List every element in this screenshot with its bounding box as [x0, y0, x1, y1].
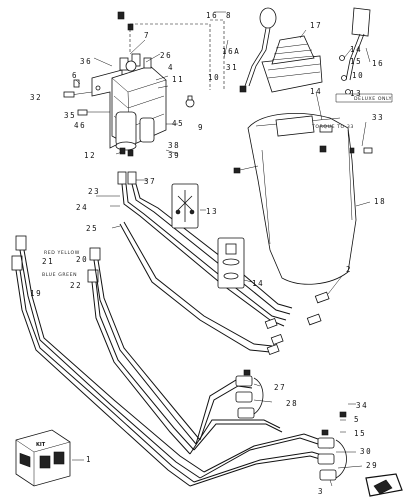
callout-46: 46	[74, 121, 86, 130]
control-valve-assembly	[63, 11, 211, 157]
callout-24: 24	[76, 203, 88, 212]
callout-14c: 14	[310, 87, 322, 96]
callout-17: 17	[310, 21, 322, 30]
callout-13: 13	[206, 207, 218, 216]
callout-34: 34	[356, 401, 368, 410]
callout-5: 5	[354, 415, 360, 424]
shift-lever	[210, 7, 277, 93]
bolt-console-left	[233, 165, 259, 174]
callout-7: 7	[144, 31, 150, 40]
callout-19: 19	[30, 289, 42, 298]
callout-27: 27	[274, 383, 286, 392]
kit-label: KIT	[36, 442, 46, 448]
callout-30: 30	[360, 447, 372, 456]
callout-45: 45	[172, 119, 184, 128]
callout-3: 3	[318, 487, 324, 496]
deluxe-only-note: DELUXE ONLY	[354, 96, 392, 102]
color-note-blue-green: BLUE GREEN	[42, 272, 77, 278]
bolt-35	[77, 109, 110, 116]
notes: DELUXE ONLY TORQUE TO 33 RED YELLOW BLUE…	[36, 96, 392, 448]
callout-20: 20	[76, 255, 88, 264]
callout-31: 31	[226, 63, 238, 72]
torque-note: TORQUE TO 33	[311, 124, 354, 130]
console-cover	[233, 113, 373, 285]
bolt-32	[63, 91, 93, 98]
callout-33: 33	[372, 113, 384, 122]
callout-36: 36	[80, 57, 92, 66]
callout-10b: 10	[352, 71, 364, 80]
callout-4: 4	[168, 63, 174, 72]
callout-16: 16	[206, 11, 218, 20]
callout-12: 12	[84, 151, 96, 160]
callout-15b: 15	[354, 429, 366, 438]
callout-16a: 16A	[222, 47, 240, 56]
callout-25: 25	[86, 224, 98, 233]
callout-1: 1	[86, 455, 92, 464]
callout-28: 28	[286, 399, 298, 408]
quick-couplers	[235, 369, 347, 481]
callout-18: 18	[374, 197, 386, 206]
callout-38: 38	[168, 141, 180, 150]
callout-9: 9	[198, 123, 204, 132]
callout-10: 10	[208, 73, 220, 82]
callout-6: 6	[72, 71, 78, 80]
callout-8: 8	[226, 11, 232, 20]
callout-2: 2	[346, 265, 352, 274]
callout-32: 32	[30, 93, 42, 102]
detail-13	[171, 183, 199, 229]
hoses-upper	[117, 171, 293, 355]
callout-39: 39	[168, 151, 180, 160]
next-page-icon[interactable]	[365, 473, 403, 497]
bolt-33	[349, 147, 373, 154]
callout-14b: 14	[350, 45, 362, 54]
callout-35: 35	[64, 111, 76, 120]
detail-14	[217, 237, 245, 289]
shift-boot	[261, 35, 323, 93]
callout-26: 26	[160, 51, 172, 60]
leader-lines	[72, 11, 371, 487]
callouts: 6 32 35 46 36 7 26 4 11 45 9 38 39 12 37…	[30, 11, 386, 496]
callout-22: 22	[70, 281, 82, 290]
callout-37: 37	[144, 177, 156, 186]
callout-13b: 13	[350, 89, 362, 98]
kit-box	[15, 429, 71, 487]
color-note-red-yellow: RED YELLOW	[44, 250, 80, 256]
callout-16b: 16	[372, 59, 384, 68]
bolt-6	[73, 79, 80, 88]
callout-11: 11	[172, 75, 184, 84]
steel-tubes	[11, 235, 333, 487]
callout-21: 21	[42, 257, 54, 266]
fittings-2	[306, 275, 343, 326]
callout-14: 14	[252, 279, 264, 288]
callout-29: 29	[366, 461, 378, 470]
callout-15: 15	[350, 57, 362, 66]
fitting-9	[185, 95, 195, 108]
bolt-top	[117, 11, 134, 31]
deluxe-lever	[335, 7, 393, 103]
callout-23: 23	[88, 187, 100, 196]
